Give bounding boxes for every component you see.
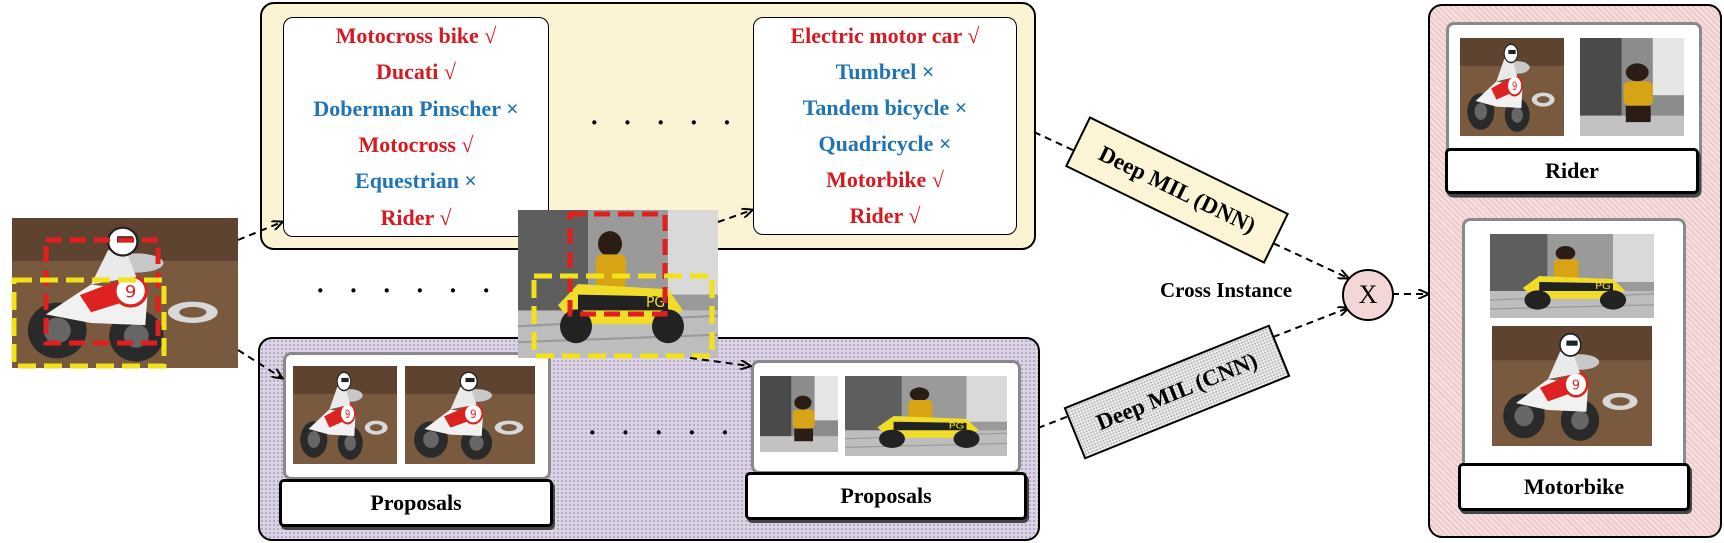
input-image-motocross <box>11 218 238 369</box>
arrow-cnn-to-cross <box>1037 308 1348 429</box>
input-image-scooter <box>518 210 718 359</box>
label-list-left-items: Motocross bike √ Ducati √ Doberman Pinsc… <box>284 18 548 236</box>
label-item: Motorbike √ <box>826 167 944 192</box>
cross-instance-label: Cross Instance <box>1160 278 1293 302</box>
output-thumb <box>1580 38 1684 136</box>
label-item: Rider √ <box>380 204 452 230</box>
label-list-left: Motocross bike √ Ducati √ Doberman Pinsc… <box>283 17 549 237</box>
label-list-right: Electric motor car √ Tumbrel × Tandem bi… <box>753 17 1017 235</box>
label-item: Quadricycle × <box>818 131 952 156</box>
ellipsis-middle: · · · · · · <box>316 276 500 305</box>
label-list-right-items: Electric motor car √ Tumbrel × Tandem bi… <box>754 18 1016 234</box>
label-item: Electric motor car √ <box>790 23 980 48</box>
label-item: Tumbrel × <box>835 59 935 84</box>
arrow-input1-to-proposals <box>237 349 282 378</box>
label-item: Motocross √ <box>358 132 474 158</box>
arrow-input1-to-labels <box>237 222 282 241</box>
label-item: Rider √ <box>849 203 921 228</box>
label-item: Motocross bike √ <box>335 23 497 49</box>
label-item: Doberman Pinscher × <box>313 95 519 121</box>
proposals-caption-left: Proposals <box>279 479 553 527</box>
arrow-input2-to-proposals <box>689 357 750 366</box>
combine-x-node: X <box>1342 269 1394 321</box>
label-item: Tandem bicycle × <box>802 95 968 120</box>
ellipsis-bottom: · · · · · · <box>588 418 772 447</box>
output-caption-motorbike: Motorbike <box>1458 463 1690 511</box>
label-item: Ducati √ <box>376 59 456 85</box>
output-thumb <box>1490 234 1654 318</box>
arrow-input2-to-labels <box>717 210 752 223</box>
output-thumb <box>1492 326 1652 446</box>
output-caption-rider: Rider <box>1445 148 1699 194</box>
label-item: Equestrian × <box>355 168 477 194</box>
proposals-caption-right: Proposals <box>745 472 1027 520</box>
ellipsis-top: · · · · · · <box>590 108 774 137</box>
output-thumb <box>1460 38 1564 136</box>
